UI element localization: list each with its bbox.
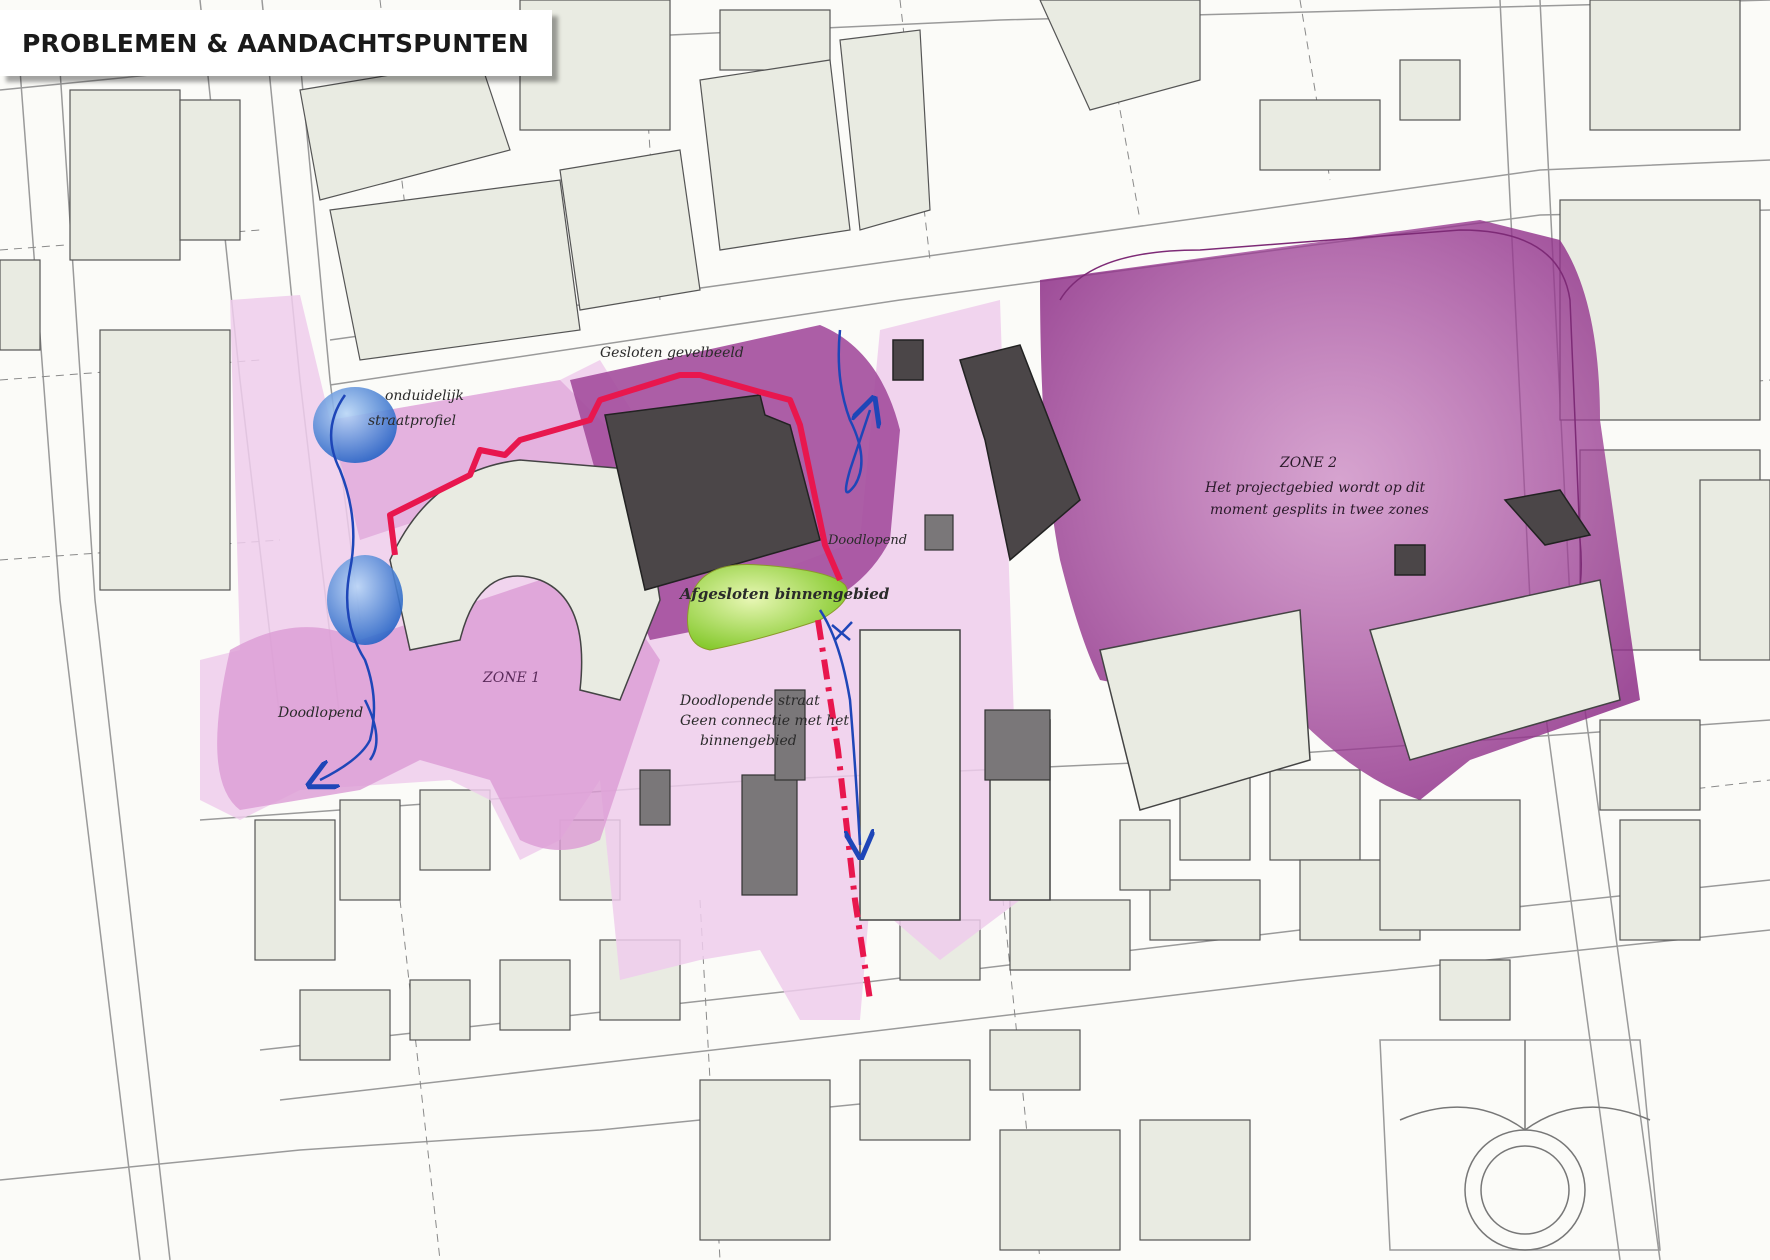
grey-buildings (639, 514, 1051, 896)
label-zone2-line2: moment gesplits in twee zones (1210, 502, 1429, 518)
label-gesloten-gevelbeeld: Gesloten gevelbeeld (600, 345, 744, 361)
zone-buildings (389, 459, 1621, 921)
page-title: PROBLEMEN & AANDACHTSPUNTEN (22, 28, 530, 58)
label-binnengebied: binnengebied (700, 733, 797, 749)
blue-blob-top (313, 387, 397, 463)
label-geen-connectie: Geen connectie met het (680, 713, 850, 729)
background-buildings (0, 0, 1770, 661)
label-zone1: ZONE 1 (483, 670, 541, 686)
red-dashed-line (815, 619, 873, 1001)
label-doodlopend-left: Doodlopend (278, 705, 364, 721)
label-afgesloten-binnengebied: Afgesloten binnengebied (680, 585, 890, 603)
title-box: PROBLEMEN & AANDACHTSPUNTEN (0, 10, 552, 76)
label-doodlopend-top: Doodlopend (828, 533, 908, 548)
blue-arrows (320, 329, 870, 845)
green-enclosed-area (687, 563, 848, 651)
blue-blob-bottom (327, 555, 403, 645)
label-doodlopende-straat: Doodlopende straat (680, 693, 820, 709)
label-straatprofiel: straatprofiel (368, 413, 457, 429)
label-zone2-line1: Het projectgebied wordt op dit (1205, 480, 1426, 496)
red-boundary-line (387, 372, 843, 582)
label-onduidelijk: onduidelijk (385, 388, 464, 404)
dark-buildings (604, 339, 1592, 591)
park-circle (1399, 1040, 1651, 1251)
label-zone2: ZONE 2 (1280, 455, 1338, 471)
